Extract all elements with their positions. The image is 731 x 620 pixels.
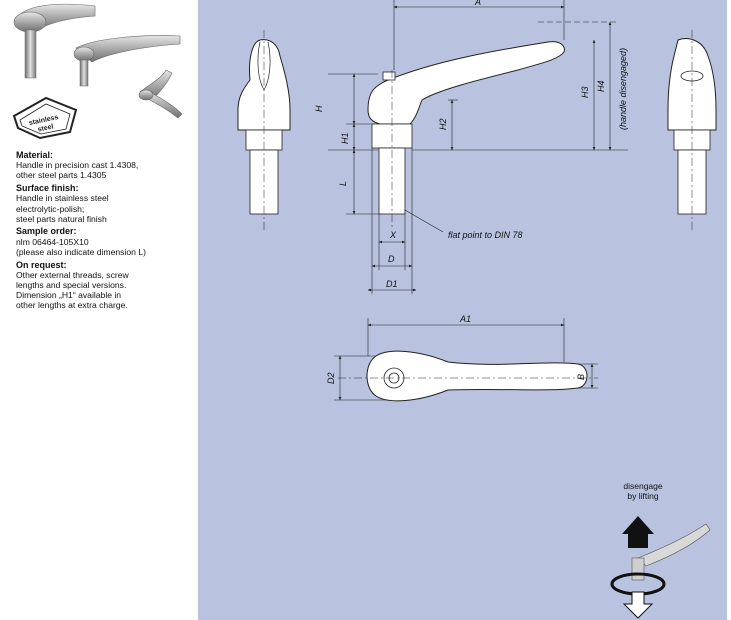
dimension-labels: A H H1 L H2 H3 H4 (handle disengaged) X … <box>314 0 628 384</box>
small-lever-photo <box>138 69 183 119</box>
disengage-illustration <box>610 516 711 619</box>
side-view-lever <box>367 41 565 230</box>
label-H1: H1 <box>340 132 350 144</box>
product-photo: stainless steel <box>12 3 183 140</box>
technical-drawing: A H H1 L H2 H3 H4 (handle disengaged) X … <box>237 0 717 619</box>
label-handle-disengaged: (handle disengaged) <box>618 48 628 130</box>
front-view-right <box>667 30 717 230</box>
spec-sample-order: Sample order: nlm 06464-105X10 (please a… <box>16 226 194 257</box>
spec-text: Handle in precision cast 1.4308, other s… <box>16 160 139 181</box>
spec-heading: Material: <box>16 150 54 160</box>
spec-text: Handle in stainless steel electrolytic-p… <box>16 193 109 224</box>
stainless-steel-badge: stainless steel <box>12 96 78 140</box>
spec-surface-finish: Surface finish: Handle in stainless stee… <box>16 183 194 224</box>
large-lever-photo <box>13 3 96 79</box>
dimension-lines <box>328 0 628 401</box>
label-H3: H3 <box>580 86 590 98</box>
svg-text:steel: steel <box>37 123 54 133</box>
spec-heading: Surface finish: <box>16 183 79 194</box>
label-H2: H2 <box>438 118 448 130</box>
label-H: H <box>314 105 324 112</box>
disengage-note: disengage by lifting <box>623 481 663 501</box>
label-L: L <box>338 181 348 186</box>
medium-lever-photo <box>73 35 181 87</box>
label-A1: A1 <box>459 314 471 324</box>
label-D: D <box>388 254 395 264</box>
spec-heading: Sample order: <box>16 226 77 237</box>
label-flat-point: flat point to DIN 78 <box>448 230 523 240</box>
arrow-down-icon <box>622 591 654 619</box>
label-D2: D2 <box>326 372 336 384</box>
front-view-left <box>237 30 291 230</box>
label-X: X <box>389 230 397 240</box>
spec-text: Other external threads, screw lengths an… <box>16 269 129 311</box>
spec-text: nlm 06464-105X10 (please also indicate d… <box>16 236 146 257</box>
label-D1: D1 <box>386 279 398 289</box>
specifications: Material: Handle in precision cast 1.430… <box>16 150 194 313</box>
spec-heading: On request: <box>16 259 67 270</box>
label-H4: H4 <box>596 80 606 92</box>
label-A: A <box>474 0 481 7</box>
label-B: B <box>576 374 586 380</box>
technical-drawing-panel: A H H1 L H2 H3 H4 (handle disengaged) X … <box>198 0 727 620</box>
left-column: stainless steel Material: Handle in prec… <box>0 0 196 620</box>
spec-material: Material: Handle in precision cast 1.430… <box>16 150 194 181</box>
spec-on-request: On request: Other external threads, scre… <box>16 260 194 311</box>
arrow-up-icon <box>622 516 654 548</box>
top-view-lever <box>338 350 598 402</box>
